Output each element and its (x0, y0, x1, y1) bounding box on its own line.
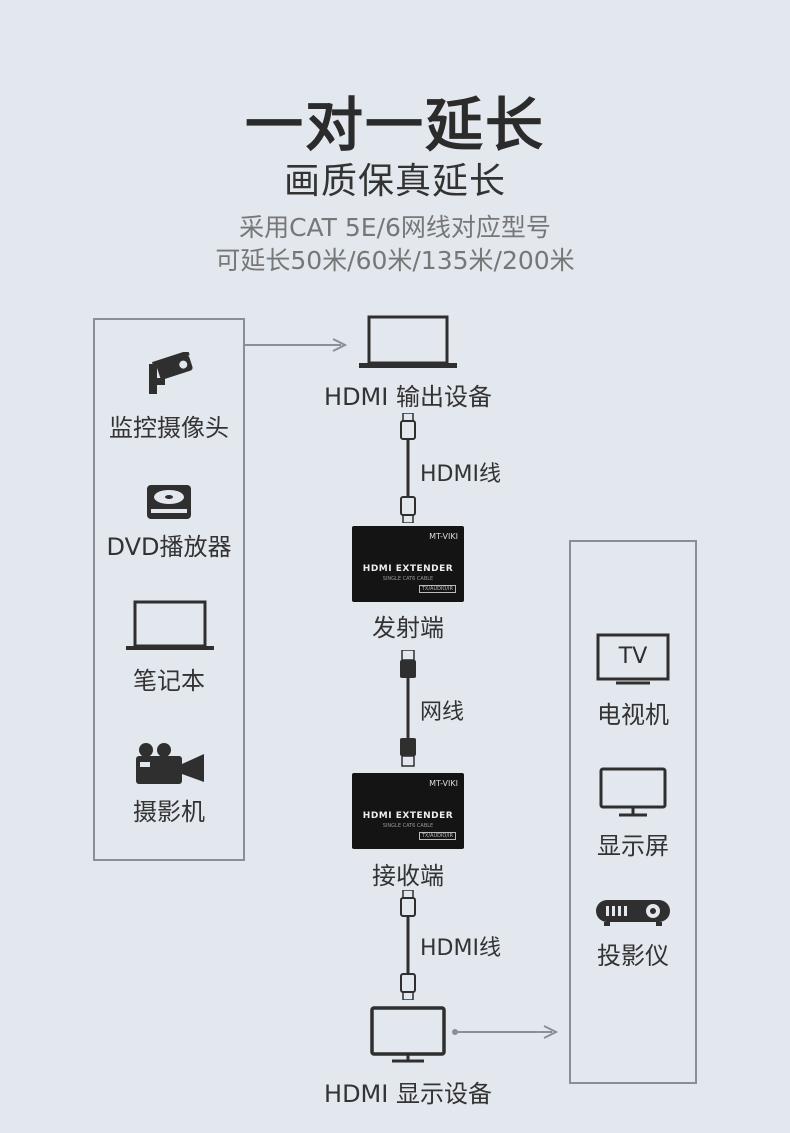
source-label-cctv: 监控摄像头 (109, 414, 229, 442)
transmitter-label: 发射端 (372, 614, 444, 642)
source-label-camcorder: 摄影机 (133, 798, 205, 826)
receiver-label: 接收端 (372, 862, 444, 890)
hdmi-cable-2-label: HDMI线 (420, 936, 501, 961)
output-label-tv: 电视机 (597, 701, 669, 729)
video-camera-icon (134, 742, 206, 786)
output-label-projector: 投影仪 (597, 942, 669, 970)
transmitter-box: MT-VIKI HDMI EXTENDER SINGLE CAT6 CABLE … (352, 526, 464, 602)
page-subtitle: 画质保真延长 (283, 161, 506, 202)
tv-icon (596, 633, 670, 689)
display-to-outputs-arrow (450, 1024, 560, 1040)
hdmi-cable-1-label: HDMI线 (420, 462, 501, 487)
source-to-output-arrow (245, 337, 349, 353)
transmitter-tag: TX/AUDIO/IR (418, 585, 456, 593)
dvd-player-icon (147, 485, 191, 519)
source-devices-panel (93, 318, 245, 861)
source-label-dvd: DVD播放器 (106, 533, 232, 561)
laptop-icon (126, 600, 214, 652)
receiver-box: MT-VIKI HDMI EXTENDER SINGLE CAT6 CABLE … (352, 773, 464, 849)
projector-icon (596, 898, 670, 928)
monitor-icon (599, 767, 667, 819)
output-device-label: HDMI 输出设备 (324, 383, 492, 411)
receiver-sub: SINGLE CAT6 CABLE (382, 823, 434, 829)
output-device-laptop-icon (359, 315, 457, 371)
tv-icon-text: TV (618, 644, 648, 669)
transmitter-sub: SINGLE CAT6 CABLE (382, 576, 434, 582)
display-device-monitor-icon (370, 1006, 446, 1064)
hdmi-cable-1-icon (397, 413, 419, 523)
receiver-model: HDMI EXTENDER (362, 811, 454, 821)
transmitter-brand: MT-VIKI (429, 532, 458, 541)
output-devices-panel (569, 540, 697, 1084)
network-cable-icon (397, 650, 419, 768)
display-device-label: HDMI 显示设备 (324, 1080, 492, 1108)
transmitter-model: HDMI EXTENDER (362, 564, 454, 574)
description-line-1: 采用CAT 5E/6网线对应型号 (239, 213, 551, 242)
source-label-laptop: 笔记本 (133, 667, 205, 695)
output-label-monitor: 显示屏 (597, 832, 669, 860)
description-line-2: 可延长50米/60米/135米/200米 (215, 246, 575, 275)
cctv-camera-icon (146, 352, 196, 398)
receiver-tag: TX/AUDIO/IR (418, 832, 456, 840)
hdmi-cable-2-icon (397, 890, 419, 1000)
page-title: 一对一延长 (244, 91, 545, 159)
network-cable-label: 网线 (420, 700, 465, 725)
receiver-brand: MT-VIKI (429, 779, 458, 788)
